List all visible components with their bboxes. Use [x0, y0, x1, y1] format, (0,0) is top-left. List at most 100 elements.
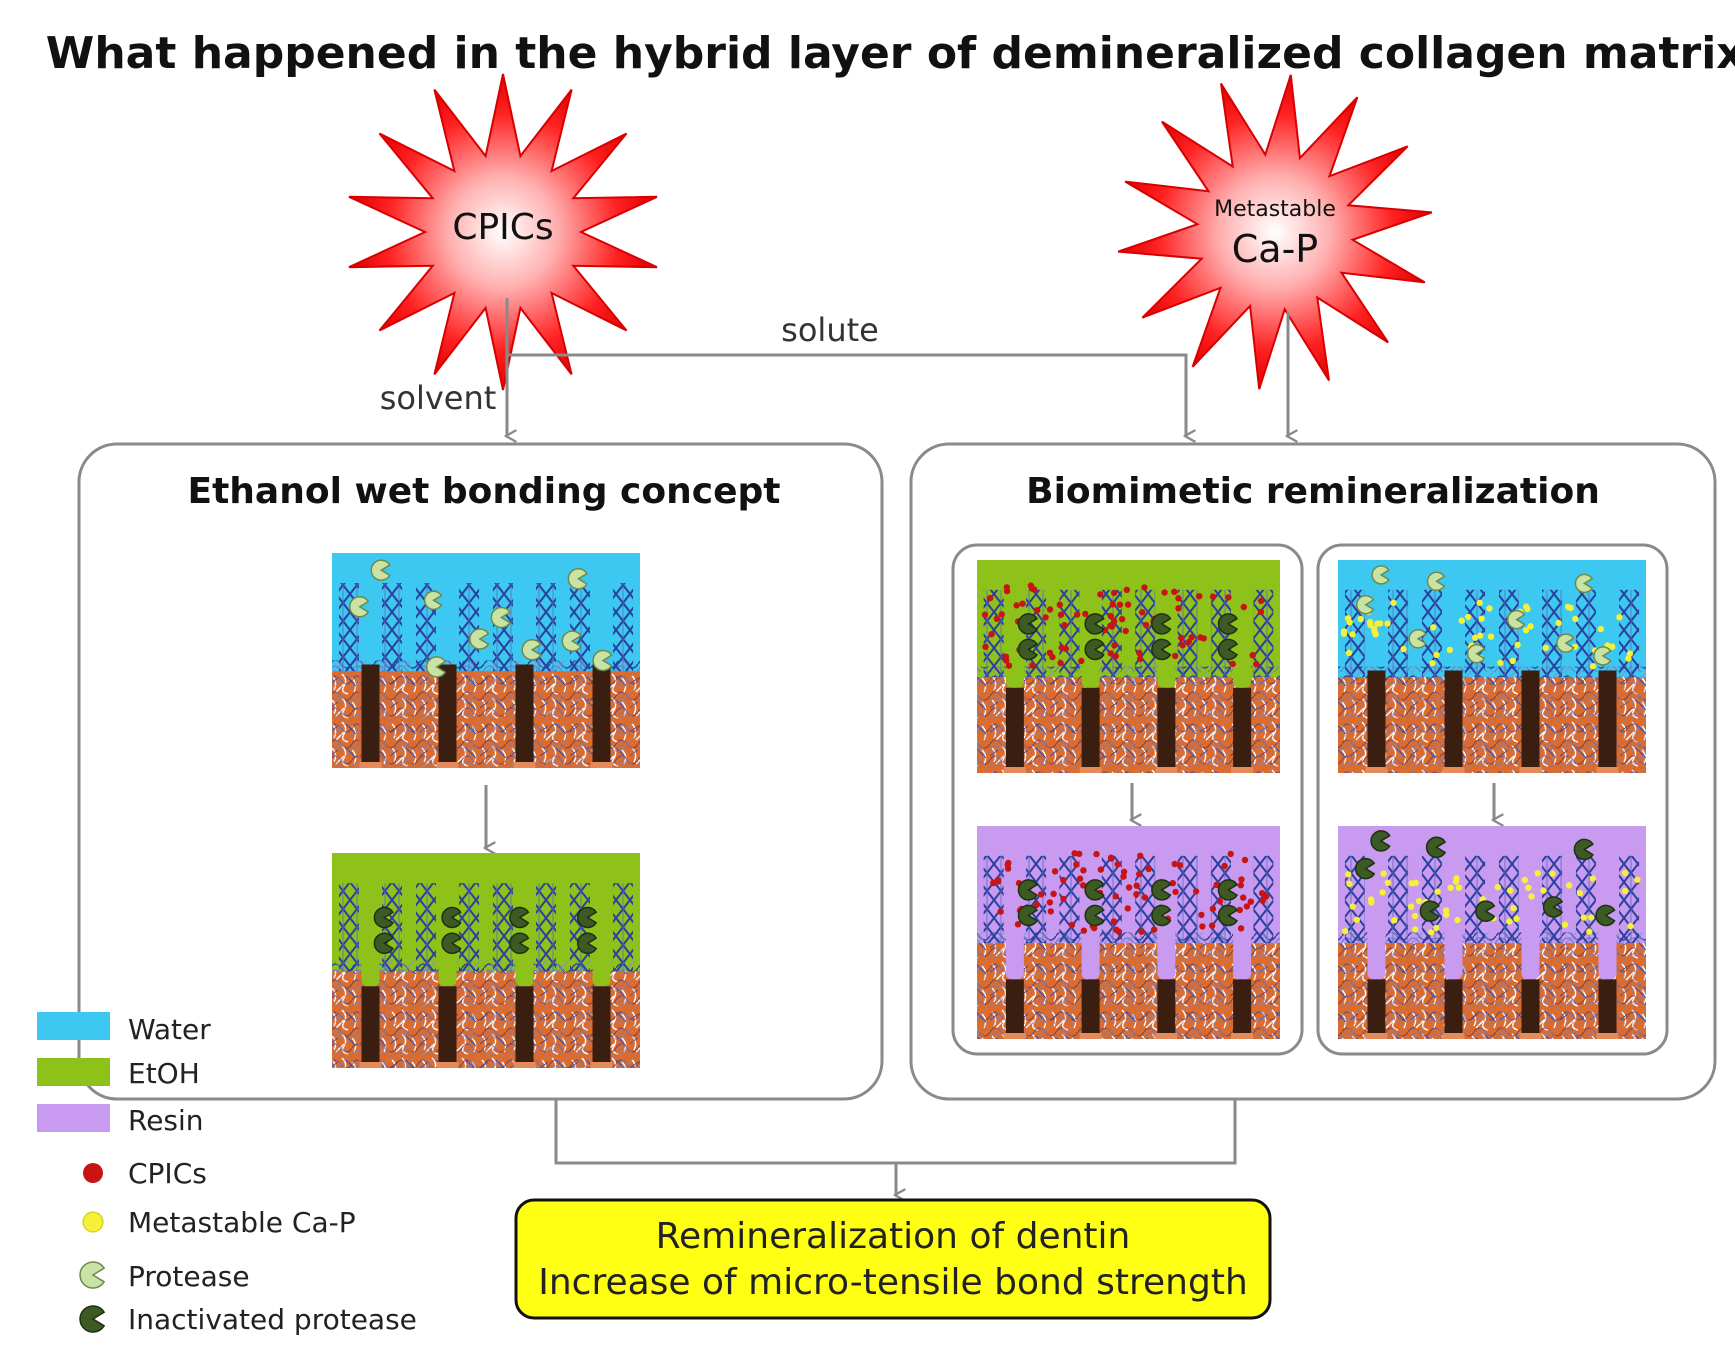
- legend-water-swatch: [37, 1012, 110, 1040]
- tubule-base: [590, 762, 613, 768]
- cpics-particle: [1237, 925, 1245, 932]
- outcome-line-2: Increase of micro-tensile bond strength: [538, 1262, 1248, 1303]
- right-panel-title: Biomimetic remineralization: [1026, 471, 1600, 512]
- collagen-fibril: [536, 583, 557, 672]
- cpics-particle: [1216, 898, 1224, 905]
- cpics-particle: [1133, 891, 1140, 898]
- collagen-mesh: [977, 666, 1280, 678]
- outcome-box-frame: [514, 1198, 1272, 1320]
- metastable-particle: [1434, 888, 1441, 895]
- dentin-tubule: [1081, 979, 1100, 1039]
- inactivated-protease-icon: [79, 1305, 106, 1333]
- metastable-particle: [1412, 926, 1419, 933]
- collagen-fibril: [536, 883, 557, 972]
- cpics-particle: [1038, 891, 1045, 898]
- protease-icon: [561, 630, 582, 652]
- cpics-particle: [1050, 890, 1057, 897]
- dentin-mesh-overlay: [977, 943, 1280, 1039]
- dentin-tubule: [1444, 979, 1463, 1039]
- cpics-particle: [1138, 928, 1145, 935]
- metastable-particle: [1472, 634, 1479, 641]
- collagen-fibril: [382, 583, 403, 672]
- metastable-particle: [1443, 911, 1450, 918]
- legend-etoh-swatch: [37, 1058, 110, 1086]
- metastable-particle: [1567, 604, 1574, 612]
- cpics-particle: [993, 615, 1001, 623]
- legend: Water EtOH Resin CPICs Metastable Ca-P P…: [37, 1012, 417, 1336]
- metastable-particle: [1478, 615, 1485, 622]
- cpics-particle: [1209, 593, 1217, 600]
- cpics-particle: [1123, 586, 1131, 593]
- inactivated-protease-icon: [1017, 613, 1039, 635]
- legend-water-label: Water: [128, 1013, 211, 1046]
- cpics-particle: [1014, 921, 1022, 928]
- tubule-base: [1231, 1033, 1254, 1039]
- tubule-filled: [1367, 924, 1386, 980]
- cpics-particle: [1172, 652, 1179, 660]
- protease-icon: [1426, 571, 1446, 592]
- left-panel-title: Ethanol wet bonding concept: [188, 471, 781, 512]
- dentin-tubule: [1157, 687, 1176, 773]
- dentin-tubule: [592, 986, 611, 1068]
- cpics-particle: [1172, 888, 1179, 896]
- tubule-filled: [438, 952, 457, 987]
- metastable-particle: [1525, 884, 1532, 891]
- cpics-source: CPICs: [348, 73, 658, 391]
- tubule-base: [436, 762, 459, 768]
- tubule-base: [1155, 1033, 1178, 1039]
- solute-label: solute: [781, 311, 879, 349]
- tubule-filled: [361, 952, 380, 987]
- metastable-particle: [1454, 916, 1461, 924]
- metastable-particle: [1523, 603, 1530, 610]
- inactivated-protease-icon: [1017, 638, 1039, 661]
- cpics-particle: [1046, 649, 1054, 656]
- inactivated-protease-icon: [1084, 613, 1105, 635]
- dentin-tubule: [1157, 979, 1176, 1039]
- inactivated-protease-icon: [1084, 638, 1105, 661]
- inactivated-protease-icon: [509, 932, 530, 955]
- cpics-particle: [1074, 611, 1081, 618]
- metastable-particle: [1542, 644, 1550, 651]
- collagen-fibril: [1177, 855, 1198, 944]
- tubule-base: [1365, 767, 1388, 773]
- cpics-particle: [1027, 582, 1035, 589]
- metastable-particle: [1379, 889, 1386, 896]
- outcome-box: Remineralization of dentin Increase of m…: [514, 1198, 1272, 1320]
- tubule-base: [436, 1062, 459, 1068]
- collagen-fibril: [1575, 589, 1596, 678]
- cpics-particle: [1137, 852, 1144, 859]
- tubule-base: [1003, 767, 1026, 773]
- metastable-particle: [1534, 870, 1541, 877]
- cpics-particle: [1108, 855, 1115, 862]
- cpics-particle: [1076, 850, 1083, 857]
- metastable-particle: [1412, 879, 1420, 886]
- protease-icon: [1593, 646, 1612, 666]
- dentin-mesh-overlay: [332, 671, 640, 768]
- page-title: What happened in the hybrid layer of dem…: [46, 28, 1735, 79]
- collagen-mesh: [1338, 666, 1646, 678]
- dentin-tubule: [1444, 670, 1463, 773]
- metastable-source-label-big: Ca-P: [1232, 227, 1318, 271]
- cpics-particle: [1178, 634, 1185, 642]
- inactivated-protease-icon: [441, 932, 462, 955]
- collagen-mesh: [332, 660, 640, 672]
- inactivated-protease-icon: [1151, 879, 1172, 901]
- dentin-tubule: [1598, 979, 1617, 1039]
- cpics-star-icon: [348, 73, 658, 391]
- cpics-particle: [1097, 591, 1104, 598]
- dentin-tubule: [1233, 687, 1252, 773]
- legend-inactivated-protease-icon: [79, 1305, 106, 1333]
- metastable-particle: [1513, 915, 1520, 922]
- inactivated-protease-icon: [1017, 879, 1039, 901]
- cpics-particle: [1238, 876, 1245, 883]
- tubule-base: [1519, 767, 1542, 773]
- metastable-particle: [1344, 615, 1352, 622]
- cpics-particle: [1118, 615, 1126, 623]
- cpics-particle: [1078, 657, 1085, 665]
- tubule-filled: [1157, 924, 1176, 980]
- collagen-fibril: [1542, 589, 1563, 678]
- cpics-particle: [997, 908, 1004, 915]
- cpics-particle: [1253, 660, 1260, 668]
- tubule-filled: [1157, 658, 1176, 688]
- collagen-fibril: [1135, 589, 1156, 678]
